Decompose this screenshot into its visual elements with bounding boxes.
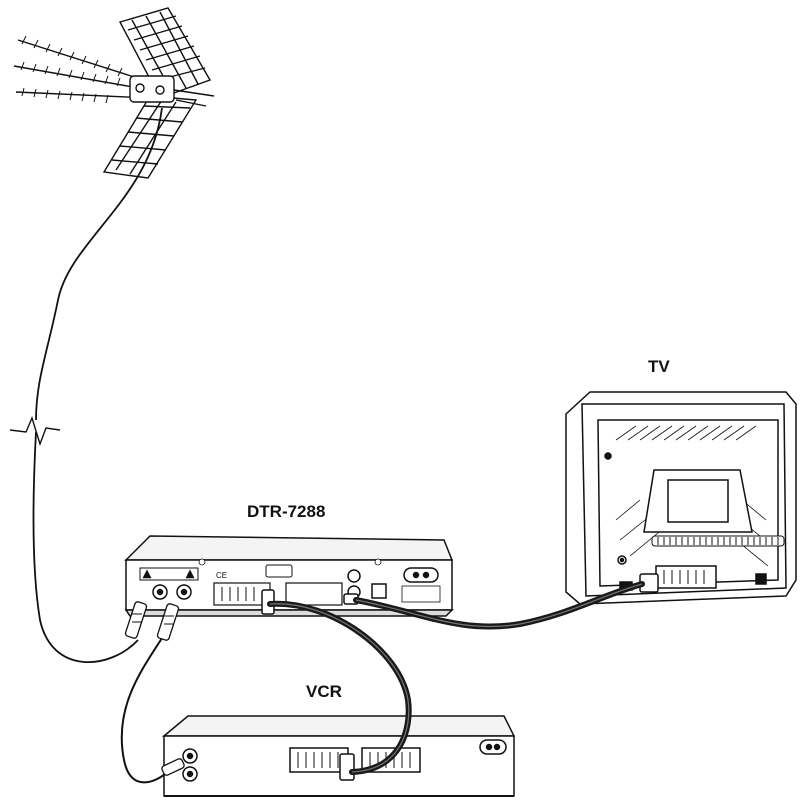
tv-device: [565, 391, 797, 605]
scart-cable-receiver-tv: [353, 581, 645, 630]
rf-plugs: [124, 601, 185, 776]
receiver-label: DTR-7288: [247, 502, 325, 521]
tv-label: TV: [648, 357, 670, 376]
antenna-cable: [9, 107, 163, 664]
antenna-icon: [13, 7, 215, 179]
svg-text:CE: CE: [216, 571, 227, 580]
scart-cable-receiver-vcr: [267, 600, 412, 775]
receiver-device: CE: [124, 535, 454, 617]
vcr-device: [161, 715, 516, 797]
vcr-label: VCR: [306, 682, 342, 701]
rf-cable-receiver-vcr: [120, 621, 173, 784]
